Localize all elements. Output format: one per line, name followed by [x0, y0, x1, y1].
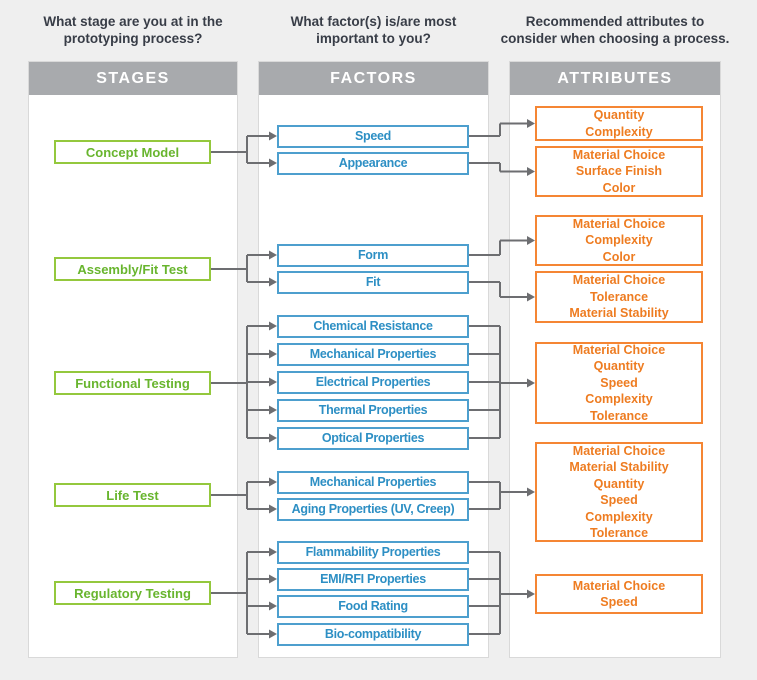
- factors-question-line1: What factor(s) is/are most: [290, 14, 457, 29]
- stage-label: Assembly/Fit Test: [77, 261, 188, 277]
- attribute-line: Quantity: [593, 108, 645, 122]
- factor-box: Form: [277, 243, 469, 267]
- attribute-line: Material Stability: [569, 460, 669, 474]
- stages-question: What stage are you at in the prototyping…: [18, 13, 248, 47]
- attribute-line: Color: [602, 249, 636, 264]
- stage-label: Life Test: [106, 487, 159, 503]
- factor-label: Thermal Properties: [318, 403, 428, 417]
- attribute-line: Material Choice: [572, 147, 666, 162]
- attribute-line: Material Choice: [572, 342, 666, 357]
- factor-label: Chemical Resistance: [313, 319, 433, 333]
- attributes-question: Recommended attributes to consider when …: [493, 13, 737, 47]
- stage-box: Life Test: [54, 483, 211, 507]
- factor-label: Speed: [354, 129, 391, 143]
- attributes-question-line1: Recommended attributes to: [525, 14, 705, 29]
- stage-box: Assembly/Fit Test: [54, 257, 211, 281]
- attribute-line: Surface Finish: [575, 164, 663, 179]
- attribute-line: Material Choice: [572, 273, 666, 288]
- factor-box: EMI/RFI Properties: [277, 567, 469, 591]
- attribute-line: Material Choice: [572, 578, 666, 593]
- attribute-line: Complexity: [585, 124, 653, 139]
- factor-label: Mechanical Properties: [309, 347, 437, 361]
- factor-label: Bio-compatibility: [324, 627, 422, 641]
- factor-box: Optical Properties: [277, 426, 469, 450]
- factors-header: FACTORS: [259, 62, 488, 95]
- factor-label: Flammability Properties: [305, 545, 441, 559]
- factor-label: Food Rating: [338, 599, 408, 613]
- attributes-question-line2: consider when choosing a process.: [500, 31, 730, 46]
- stage-label: Functional Testing: [75, 375, 190, 391]
- attribute-line: Speed: [600, 595, 638, 609]
- attribute-line: Color: [602, 180, 636, 195]
- attribute-line: Quantity: [593, 476, 645, 491]
- factor-label: EMI/RFI Properties: [320, 572, 426, 586]
- factor-label: Form: [357, 248, 389, 262]
- stages-question-line1: What stage are you at in the: [43, 14, 223, 29]
- attribute-line: Complexity: [585, 392, 653, 407]
- stages-header: STAGES: [29, 62, 237, 95]
- factor-box: Mechanical Properties: [277, 342, 469, 366]
- attribute-line: Material Choice: [572, 216, 666, 231]
- stage-label: Concept Model: [85, 144, 180, 160]
- stage-box: Concept Model: [54, 140, 211, 164]
- factor-label: Fit: [365, 275, 381, 289]
- factor-label: Aging Properties (UV, Creep): [291, 502, 455, 516]
- attribute-line: Complexity: [585, 233, 653, 248]
- factor-box: Aging Properties (UV, Creep): [277, 497, 469, 521]
- stage-label: Regulatory Testing: [74, 585, 191, 601]
- attribute-line: Tolerance: [589, 289, 649, 304]
- attribute-line: Complexity: [585, 509, 653, 524]
- factors-question: What factor(s) is/are most important to …: [258, 13, 489, 47]
- factor-label: Electrical Properties: [315, 375, 431, 389]
- factors-question-line2: important to you?: [316, 31, 431, 46]
- stage-box: Functional Testing: [54, 371, 211, 395]
- attribute-line: Tolerance: [589, 526, 649, 540]
- factor-box: Speed: [277, 124, 469, 148]
- factor-box: Fit: [277, 270, 469, 294]
- factor-box: Mechanical Properties: [277, 470, 469, 494]
- attribute-line: Quantity: [593, 359, 645, 374]
- factor-box: Bio-compatibility: [277, 622, 469, 646]
- attribute-line: Speed: [600, 493, 638, 507]
- factor-label: Optical Properties: [321, 431, 425, 445]
- factor-box: Food Rating: [277, 594, 469, 618]
- factor-box: Electrical Properties: [277, 370, 469, 394]
- attribute-line: Speed: [600, 375, 638, 390]
- attribute-line: Tolerance: [589, 408, 649, 423]
- stage-box: Regulatory Testing: [54, 581, 211, 605]
- factor-box: Thermal Properties: [277, 398, 469, 422]
- attribute-line: Material Stability: [569, 306, 669, 321]
- factor-box: Appearance: [277, 151, 469, 175]
- attributes-header: ATTRIBUTES: [510, 62, 720, 95]
- stages-question-line2: prototyping process?: [63, 31, 203, 46]
- factor-label: Appearance: [338, 156, 408, 170]
- factor-label: Mechanical Properties: [309, 475, 437, 489]
- factor-box: Flammability Properties: [277, 540, 469, 564]
- factor-box: Chemical Resistance: [277, 314, 469, 338]
- attribute-line: Material Choice: [572, 443, 666, 458]
